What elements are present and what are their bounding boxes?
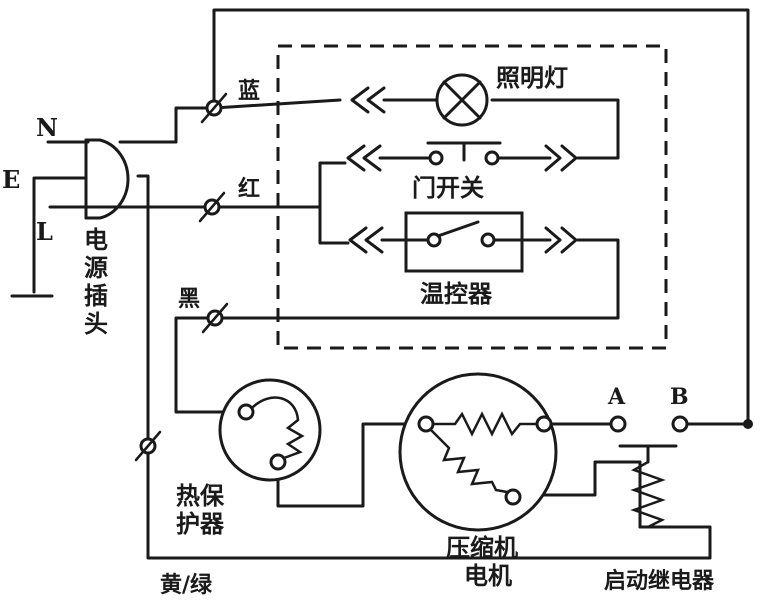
relay-terminals <box>609 415 753 433</box>
terminal-b <box>671 415 689 433</box>
compressor-motor <box>398 372 558 532</box>
connector-yellow-green <box>134 430 162 462</box>
thermostat <box>348 211 578 273</box>
connectors <box>134 92 229 462</box>
junction-dot <box>743 419 753 429</box>
label-e: E <box>2 165 20 194</box>
label-black-wire: 黑 <box>178 287 200 312</box>
wires <box>10 8 750 560</box>
label-lamp: 照明灯 <box>496 64 568 92</box>
thermostat-right-connector <box>544 226 578 254</box>
label-plug-4: 头 <box>84 310 108 338</box>
door-switch-right-connector <box>544 144 578 172</box>
label-protector-1: 热保 <box>176 482 225 510</box>
wire-blue-line <box>174 8 750 427</box>
label-thermostat: 温控器 <box>420 280 493 308</box>
label-plug-1: 电 <box>84 226 108 254</box>
label-motor-2: 电机 <box>464 562 512 590</box>
label-n: N <box>36 113 58 142</box>
label-terminal-b: B <box>670 384 689 410</box>
start-relay <box>618 444 678 529</box>
connector-black <box>201 302 229 334</box>
wire-yellow-green-line <box>136 174 712 560</box>
label-yellow-green-wire: 黄/绿 <box>160 572 213 598</box>
wire-black-line <box>174 316 244 414</box>
thermostat-left-connector <box>348 226 384 254</box>
label-motor-1: 压缩机 <box>446 534 518 562</box>
wire-ground <box>10 176 86 298</box>
label-door-switch: 门开关 <box>412 174 484 202</box>
label-red-wire: 红 <box>238 176 260 202</box>
label-protector-2: 护器 <box>176 510 225 538</box>
wire-motor-relay <box>511 460 642 497</box>
label-terminal-a: A <box>607 384 626 410</box>
lighting-lamp <box>350 73 489 127</box>
thermal-protector <box>218 378 322 482</box>
cabinet-enclosure <box>276 44 668 350</box>
terminal-a <box>609 415 627 433</box>
door-switch-left-connector <box>346 144 382 172</box>
wire-protector-motor <box>276 422 422 508</box>
label-plug-2: 源 <box>84 254 108 282</box>
connector-red <box>198 191 226 223</box>
wire-thermostat-out <box>213 238 620 320</box>
connector-blue <box>200 92 228 124</box>
label-plug-3: 插 <box>84 282 108 310</box>
power-plug <box>84 138 130 220</box>
lamp-plug-connector <box>350 86 386 114</box>
wire-switch-lamp <box>490 98 620 160</box>
door-switch <box>346 141 578 172</box>
wire-red-branch <box>318 161 350 245</box>
label-l: L <box>36 217 53 246</box>
label-start-relay: 启动继电器 <box>604 568 715 594</box>
label-blue-wire: 蓝 <box>238 79 260 104</box>
labels: N E L 电 源 插 头 蓝 红 黑 黄/绿 照明灯 门开关 温控器 热保 护… <box>2 64 715 598</box>
